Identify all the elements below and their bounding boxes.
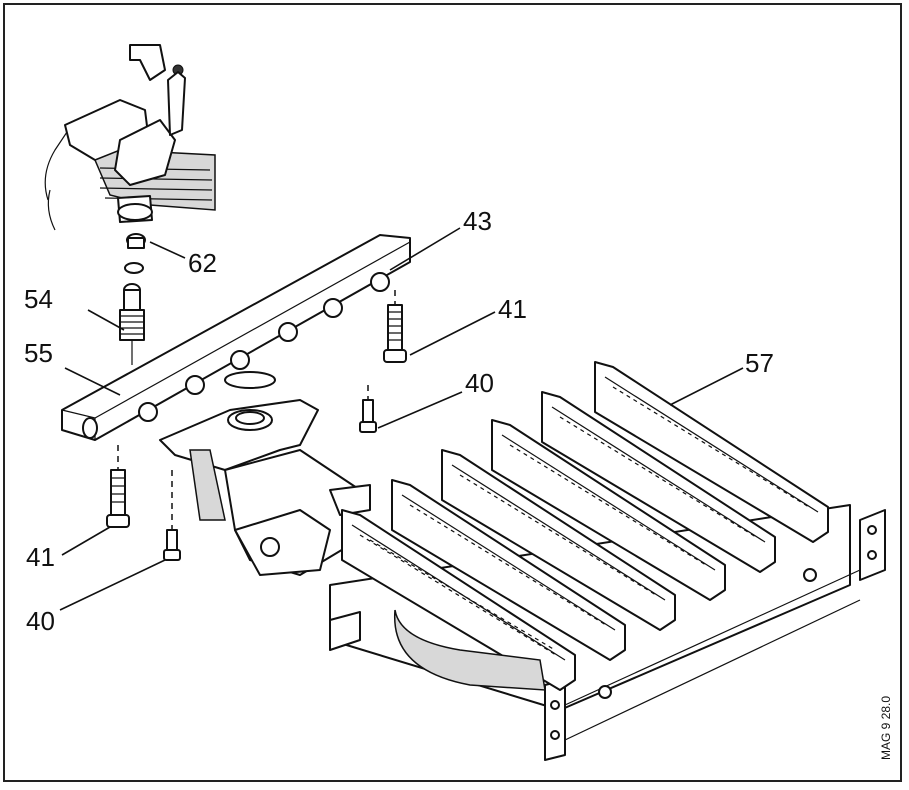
leader-lines (59, 227, 744, 611)
callout-41-upper: 41 (498, 294, 527, 324)
callout-40-upper: 40 (465, 368, 494, 398)
side-bracket (544, 679, 566, 761)
burner-bar-57 (594, 361, 829, 543)
jet-nut (323, 298, 343, 318)
callout-40-lower: 40 (26, 606, 55, 636)
fitting-54 (119, 309, 145, 341)
jet-43 (370, 272, 390, 292)
burner-bar-4 (491, 419, 726, 601)
gas-valve-body (159, 371, 371, 576)
callout-41-lower: 41 (26, 542, 55, 572)
screw-41-lower (106, 445, 130, 528)
gas-manifold-55 (61, 234, 411, 441)
screw-41-upper (383, 290, 407, 363)
callout-54: 54 (24, 284, 53, 314)
washer (124, 262, 144, 274)
jet-nut (138, 402, 158, 422)
callout-57: 57 (745, 348, 774, 378)
callout-55: 55 (24, 338, 53, 368)
callout-43: 43 (463, 206, 492, 236)
burner-bar-3 (441, 449, 676, 631)
burner-bar-5 (541, 391, 776, 573)
jet-nut (185, 375, 205, 395)
burner-bar-2 (391, 479, 626, 661)
burner-bar-1 (341, 509, 576, 691)
o-ring (224, 371, 276, 389)
jet-nut (230, 350, 250, 370)
drawing-reference-code: MAG 9 28.0 (879, 696, 893, 760)
screw-40-lower (163, 470, 181, 561)
ignition-electrode-assembly (44, 44, 216, 231)
callout-62: 62 (188, 248, 217, 278)
jet-nut (278, 322, 298, 342)
screw-40-upper (359, 385, 377, 433)
side-bracket (859, 509, 886, 581)
nozzle-parts-stack (119, 233, 146, 365)
